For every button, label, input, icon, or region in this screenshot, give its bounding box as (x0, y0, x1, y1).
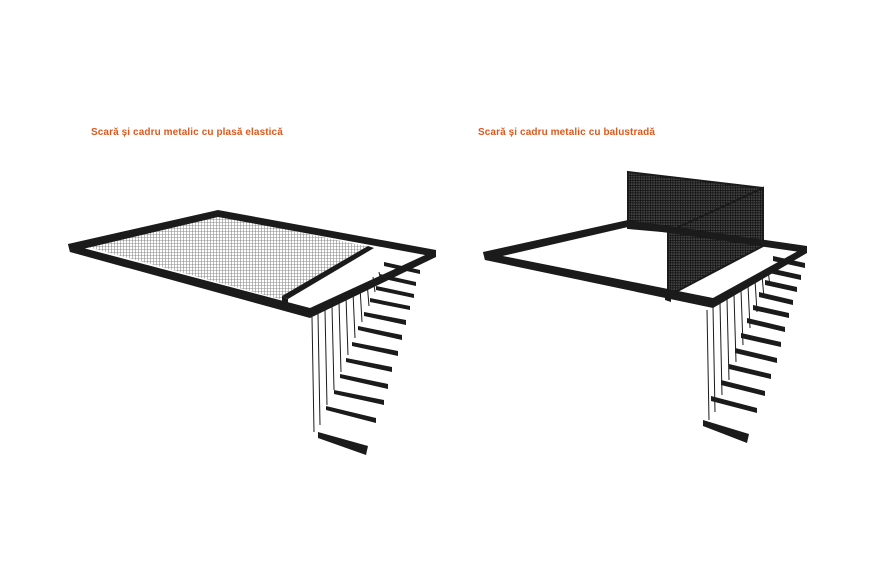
panel-title-elastic-net: Scară și cadru metalic cu plasă elastică (91, 127, 283, 138)
illustration-frame-with-net (68, 210, 436, 455)
panel-balustrade: Scară și cadru metalic cu balustradă (445, 0, 890, 574)
illustration-frame-with-balustrade (483, 170, 807, 443)
stair-treads (703, 256, 805, 443)
metal-frame (483, 220, 807, 308)
panel-elastic-net: Scară și cadru metalic cu plasă elastică (68, 127, 436, 455)
panel-title-balustrade: Scară și cadru metalic cu balustradă (478, 127, 656, 138)
stair-treads (318, 262, 420, 455)
elastic-net (84, 215, 370, 300)
